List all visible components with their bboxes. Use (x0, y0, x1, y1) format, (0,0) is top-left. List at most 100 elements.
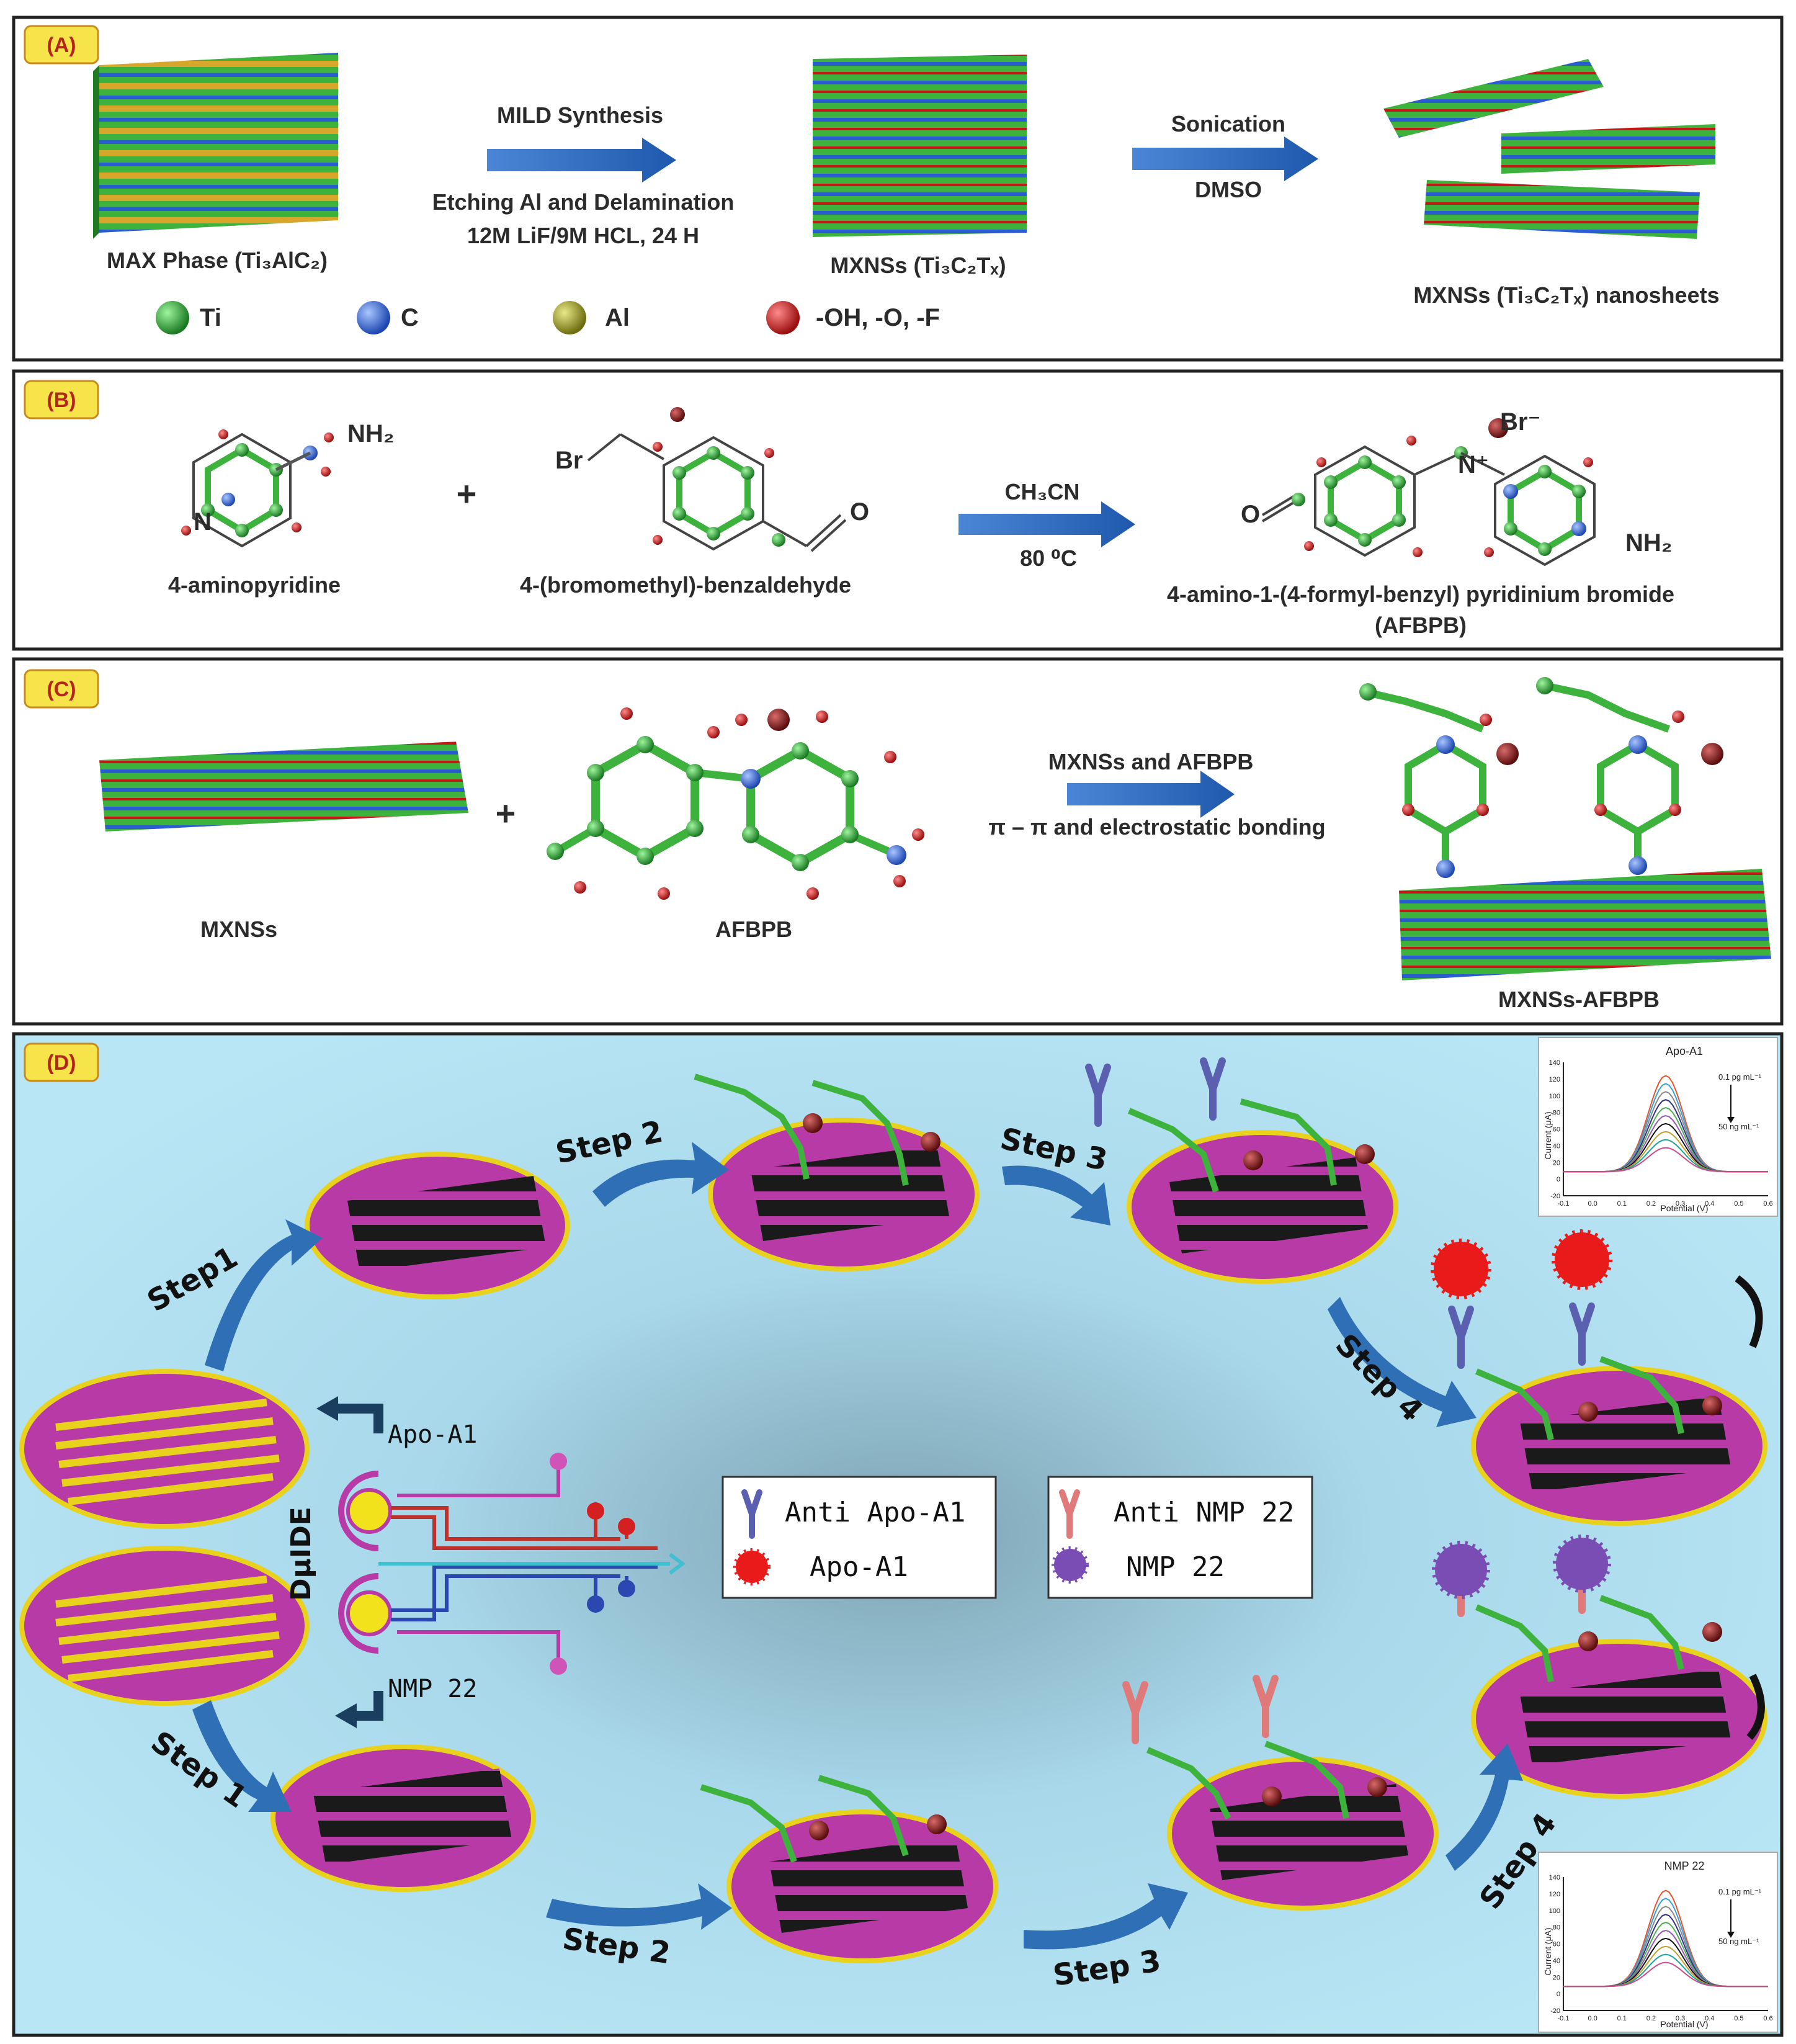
channel-nmp-label: NMP 22 (388, 1675, 478, 1703)
curved-return-arrows (1735, 1275, 1765, 1740)
legend-apo-box: Anti Apo-A1 Apo-A1 (722, 1476, 997, 1599)
y-tick-label: 140 (1549, 1874, 1560, 1881)
reaction-arrow: CH₃CN 80 ⁰C (958, 479, 1135, 571)
electrode-bottom-step1 (270, 1744, 536, 1892)
svg-text:MXNSs and AFBPB: MXNSs and AFBPB (1048, 749, 1254, 774)
svg-text:Current (μA): Current (μA) (1543, 1927, 1553, 1975)
svg-text:(A): (A) (47, 34, 76, 57)
y-tick-label: 40 (1553, 1142, 1560, 1150)
x-tick-label: 0.6 (1763, 1200, 1772, 1208)
svg-text:-OH, -O, -F: -OH, -O, -F (816, 304, 940, 331)
x-tick-label: 0.0 (1588, 1200, 1597, 1208)
dpv-curve (1563, 1961, 1768, 1988)
panel-a-tag: (A) (24, 25, 99, 65)
atom-legend: Ti C Al -OH, -O, -F (156, 301, 940, 334)
svg-text:(C): (C) (47, 678, 76, 701)
x-tick-label: 0.4 (1705, 2015, 1714, 2022)
legend-al: Al (553, 301, 630, 334)
max-phase-structure (93, 53, 338, 239)
electrode-top-step1 (305, 1152, 570, 1299)
svg-text:12M LiF/9M HCL, 24 H: 12M LiF/9M HCL, 24 H (467, 223, 699, 248)
x-tick-label: 0.1 (1617, 2015, 1627, 2022)
device-label: DμIDE (285, 1507, 317, 1601)
legend-nmp-box: Anti NMP 22 NMP 22 (1047, 1476, 1313, 1599)
x-tick-label: 0.1 (1617, 1200, 1627, 1208)
svg-text:Al: Al (605, 304, 630, 331)
bromide-ions (803, 1113, 1722, 1840)
y-tick-label: 100 (1549, 1093, 1560, 1100)
svg-text:NH₂: NH₂ (347, 420, 395, 447)
y-tick-label: 60 (1553, 1941, 1560, 1948)
electrode-bottom-step2 (726, 1809, 998, 1963)
mxns-afbpb-composite (1359, 677, 1771, 980)
x-tick-label: 0.2 (1646, 1200, 1656, 1208)
bare-electrode-top (19, 1369, 310, 1529)
svg-text:N⁺: N⁺ (1458, 451, 1489, 478)
x-tick-label: 0.6 (1763, 2015, 1772, 2022)
y-tick-label: 60 (1553, 1126, 1560, 1134)
x-tick-label: 0.3 (1676, 1200, 1685, 1208)
legend-ti: Ti (156, 301, 221, 334)
dpv-curve (1563, 1147, 1768, 1173)
mxns-stack (813, 55, 1027, 237)
legend-c: C (357, 301, 419, 334)
svg-text:Anti Apo-A1: Anti Apo-A1 (785, 1497, 965, 1528)
y-tick-label: 20 (1553, 1974, 1560, 1981)
svg-text:50 ng mL⁻¹: 50 ng mL⁻¹ (1718, 1122, 1759, 1131)
svg-text:NMP 22: NMP 22 (1664, 1860, 1705, 1872)
panel-b-frame (12, 369, 1784, 651)
svg-text:Sonication: Sonication (1171, 111, 1285, 137)
benzaldehyde-molecule: Br O (555, 407, 869, 552)
x-tick-label: -0.1 (1558, 2015, 1570, 2022)
y-tick-label: 0 (1557, 1176, 1560, 1183)
afbpb-molecule (547, 707, 924, 900)
panel-c-tag: (C) (24, 669, 99, 709)
svg-text:Br⁻: Br⁻ (1500, 408, 1541, 436)
nmp-antigens (1432, 1535, 1611, 1599)
svg-text:(D): (D) (47, 1051, 76, 1075)
svg-text:Apo-A1: Apo-A1 (810, 1551, 908, 1583)
y-tick-label: -20 (1550, 2007, 1560, 2015)
svg-text:CH₃CN: CH₃CN (1005, 479, 1080, 504)
y-tick-label: -20 (1550, 1193, 1560, 1200)
electrode-bottom-step4 (1471, 1639, 1767, 1799)
svg-text:0.1 pg mL⁻¹: 0.1 pg mL⁻¹ (1718, 1072, 1762, 1082)
panel-d-tag: (D) (24, 1042, 99, 1082)
svg-text:Current (μA): Current (μA) (1543, 1111, 1553, 1159)
x-tick-label: 0.5 (1734, 2015, 1743, 2022)
svg-text:50 ng mL⁻¹: 50 ng mL⁻¹ (1718, 1937, 1759, 1946)
anti-apo-antibodies (1085, 1057, 1595, 1369)
y-tick-label: 40 (1553, 1957, 1560, 1965)
legend-surface: -OH, -O, -F (766, 301, 940, 334)
max-phase-label: MAX Phase (Ti₃AlC₂) (107, 248, 328, 273)
svg-text:N: N (194, 508, 212, 536)
y-tick-label: 100 (1549, 1907, 1560, 1915)
svg-text:(B): (B) (47, 388, 76, 412)
composite-label: MXNSs-AFBPB (1498, 987, 1660, 1012)
channel-apo-label: Apo-A1 (388, 1420, 478, 1449)
svg-text:Potential (V): Potential (V) (1660, 1203, 1708, 1213)
y-tick-label: 140 (1549, 1059, 1560, 1067)
y-tick-label: 120 (1549, 1076, 1560, 1083)
svg-text:Br: Br (555, 447, 583, 474)
svg-text:NH₂: NH₂ (1625, 529, 1673, 557)
synthesis-arrow: MILD Synthesis Etching Al and Delaminati… (432, 102, 735, 248)
svg-text:NMP 22: NMP 22 (1126, 1551, 1225, 1583)
svg-text:O: O (850, 498, 869, 526)
panel-c-plus: + (496, 794, 516, 833)
nanosheets-label: MXNSs (Ti₃C₂Tₓ) nanosheets (1413, 282, 1719, 308)
mxns-sheet (99, 742, 468, 831)
y-tick-label: 20 (1553, 1159, 1560, 1167)
bonding-arrow: MXNSs and AFBPB π – π and electrostatic … (988, 749, 1325, 840)
x-tick-label: 0.2 (1646, 2015, 1656, 2022)
aminopyridine-molecule: NH₂ N (181, 420, 395, 548)
svg-text:Potential (V): Potential (V) (1660, 2019, 1708, 2029)
apo-antigens (1431, 1229, 1612, 1299)
x-tick-label: 0.3 (1676, 2015, 1685, 2022)
inset-nmp-chart: NMP 22 Potential (V) Current (μA) 0.1 pg… (1538, 1852, 1778, 2033)
aminopyridine-label: 4-aminopyridine (168, 572, 341, 598)
x-tick-label: -0.1 (1558, 1200, 1570, 1208)
afbpb-product-molecule: O Br⁻ N⁺ NH₂ (1241, 408, 1673, 567)
mxns-label: MXNSs (Ti₃C₂Tₓ) (830, 253, 1006, 278)
